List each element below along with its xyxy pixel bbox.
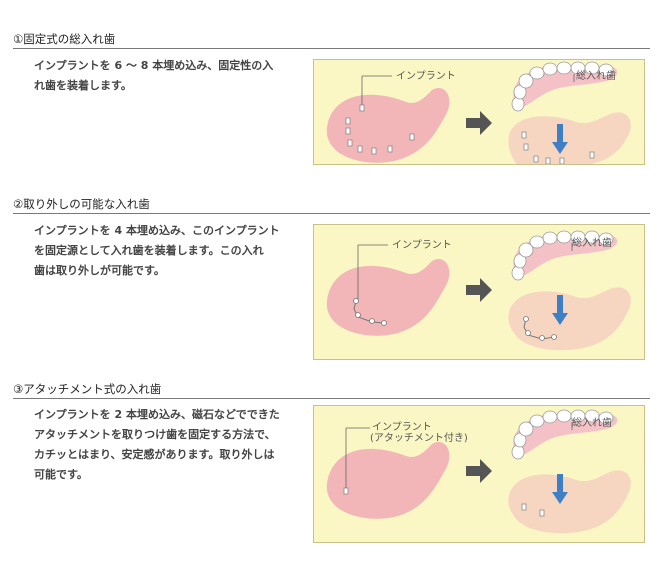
- description-line: 歯は取り外しが可能です。: [34, 264, 165, 277]
- denture-label: 総入れ歯: [576, 71, 616, 82]
- section-description: インプラントを 4 本埋め込み、このインプラント を固定源として入れ歯を装着しま…: [34, 221, 306, 281]
- implant-markers: [353, 298, 387, 326]
- down-arrow-icon: [552, 474, 568, 504]
- right-arrow-icon: [466, 278, 492, 302]
- description-line: アタッチメントを取りつけ歯を固定する方法で、: [34, 428, 276, 441]
- description-line: インプラントを 2 本埋め込み、磁石などでできた: [34, 408, 280, 421]
- denture-icon: [511, 409, 618, 460]
- gum-shape: [326, 442, 450, 519]
- section-description: インプラントを 2 本埋め込み、磁石などでできた アタッチメントを取りつけ歯を固…: [34, 405, 306, 485]
- illustration-panel: インプラント 総入れ歯: [313, 224, 645, 360]
- gum-shape: [326, 259, 450, 336]
- section-title: ③アタッチメント式の入れ歯: [13, 382, 162, 396]
- denture-label: 総入れ歯: [572, 418, 612, 429]
- section-description: インプラントを 6 ～ 8 本埋め込み、固定性の入 れ歯を装着します。: [34, 56, 306, 96]
- section-divider: [13, 398, 650, 399]
- implant-sublabel: (アタッチメント付き): [370, 433, 468, 444]
- right-arrow-icon: [466, 459, 492, 483]
- implant-markers: [521, 131, 595, 164]
- right-arrow-icon: [466, 111, 492, 135]
- down-arrow-icon: [552, 124, 568, 154]
- gum-shape-faded: [508, 470, 631, 534]
- implant-label: インプラント: [396, 71, 456, 82]
- down-arrow-icon: [552, 295, 568, 325]
- section-divider: [13, 213, 650, 214]
- gum-shape-faded: [508, 112, 631, 164]
- illustration-svg: [326, 230, 631, 351]
- section-divider: [13, 48, 650, 49]
- illustration-panel: インプラント (アタッチメント付き) 総入れ歯: [313, 405, 645, 543]
- illustration-svg: [326, 61, 631, 164]
- implant-markers: [343, 487, 349, 495]
- implant-label: インプラント: [372, 422, 432, 433]
- description-line: カチッとはまり、安定感があります。取り外しは: [34, 448, 275, 461]
- description-line: を固定源として入れ歯を装着します。この入れ: [34, 244, 264, 257]
- gum-shape-faded: [508, 287, 631, 351]
- section-title: ②取り外しの可能な入れ歯: [13, 197, 150, 211]
- denture-icon: [511, 230, 618, 281]
- section-title: ①固定式の総入れ歯: [13, 32, 116, 46]
- implant-label: インプラント: [392, 240, 452, 251]
- denture-icon: [511, 61, 618, 112]
- gum-shape: [326, 88, 450, 163]
- description-line: インプラントを 6 ～ 8 本埋め込み、固定性の入: [34, 59, 274, 72]
- description-line: 可能です。: [34, 468, 88, 481]
- illustration-svg: [326, 409, 631, 534]
- denture-label: 総入れ歯: [572, 238, 612, 249]
- illustration-panel: インプラント 総入れ歯: [313, 59, 645, 165]
- description-line: れ歯を装着します。: [34, 79, 132, 92]
- description-line: インプラントを 4 本埋め込み、このインプラント: [34, 224, 280, 237]
